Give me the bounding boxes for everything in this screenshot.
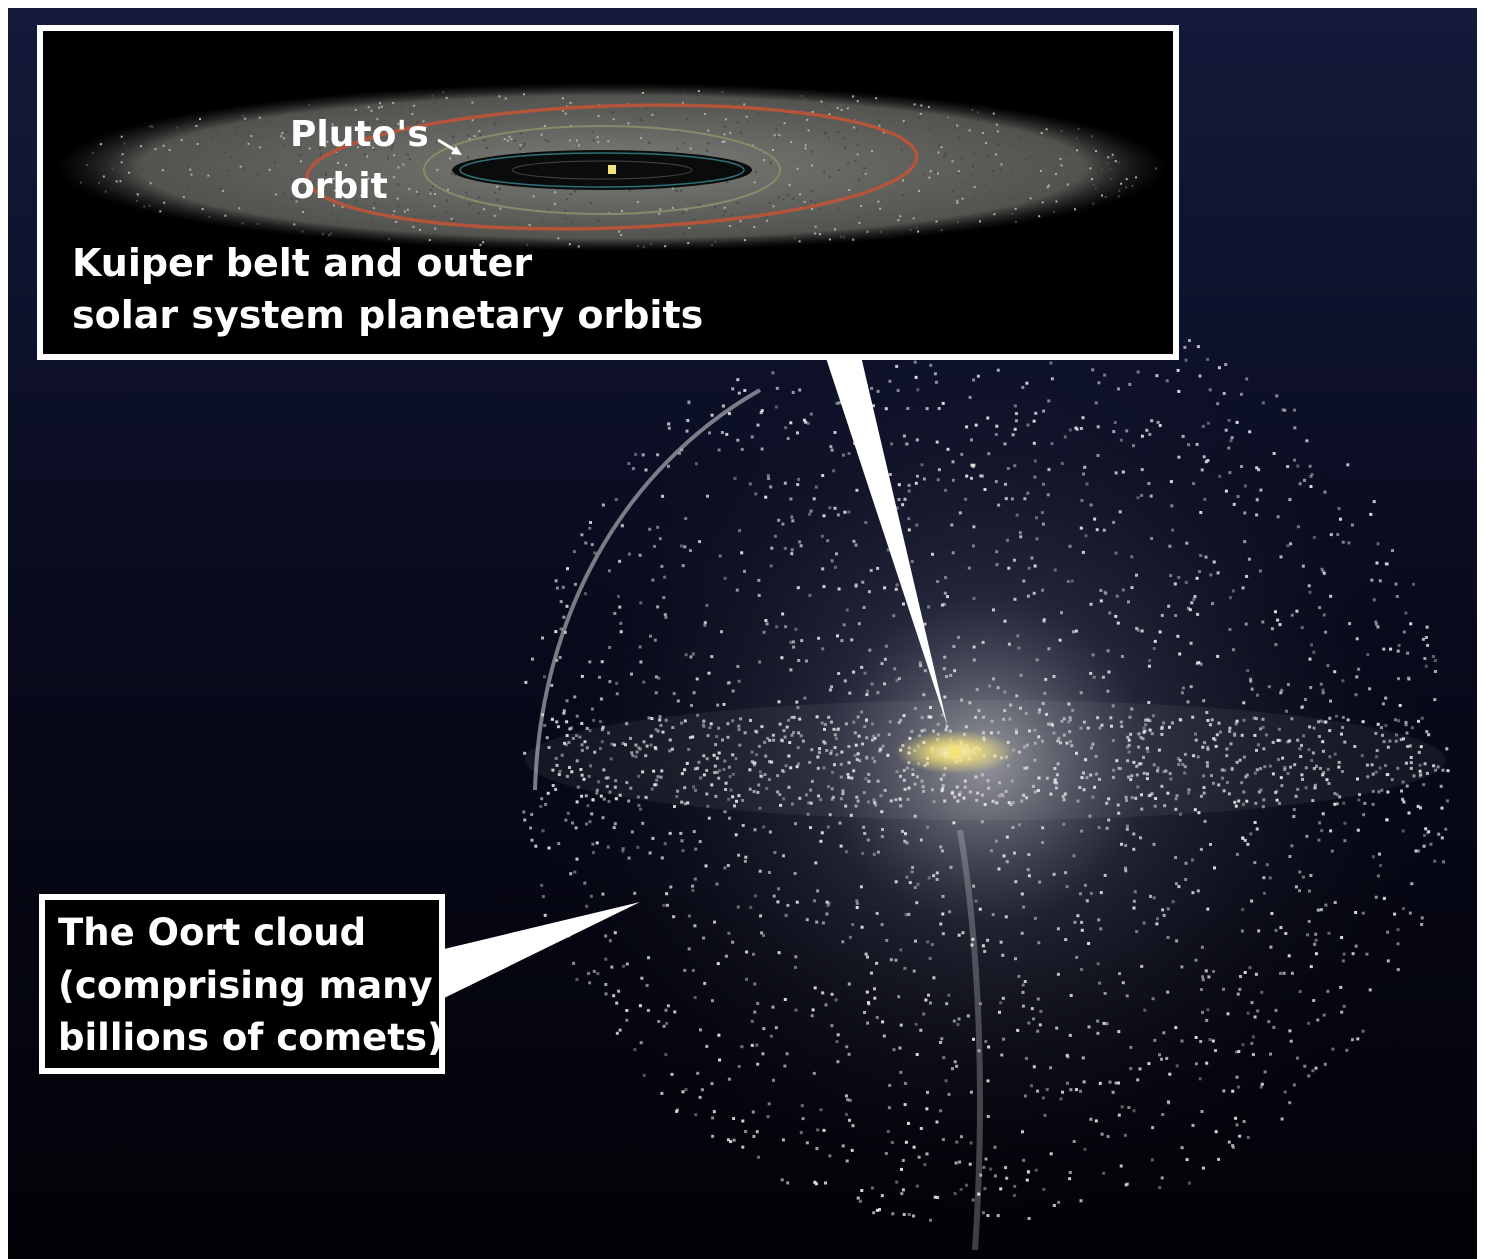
oort-callout-pointer: [440, 902, 640, 1000]
inner-orbits-region: [452, 150, 752, 190]
neptune-orbit: [423, 125, 781, 215]
oort-cloud-sphere: [515, 290, 1455, 1251]
pluto-orbit-arrowhead: [451, 146, 462, 155]
oort-cloud-label: The Oort cloud (comprising many billions…: [39, 894, 445, 1074]
oort-label-border: [39, 894, 445, 1074]
oort-cloud-rim: [533, 388, 761, 791]
pluto-orbit: [305, 103, 919, 231]
saturn-orbit: [511, 160, 693, 180]
inset-title-line2: solar system planetary orbits: [72, 293, 703, 337]
pluto-label-line2: orbit: [290, 166, 388, 207]
inset-title-line1: Kuiper belt and outer: [72, 241, 532, 285]
oort-label-line1: The Oort cloud: [58, 911, 366, 954]
oort-cloud-seam: [957, 829, 983, 1251]
sun-icon: [948, 745, 962, 759]
oort-label-line2: (comprising many: [58, 964, 433, 1007]
pluto-label-line1: Pluto's: [290, 114, 429, 155]
kuiper-belt-inset: Pluto's orbit Kuiper belt and outer sola…: [37, 25, 1179, 360]
inset-callout-pointer: [824, 352, 948, 728]
oort-label-line3: billions of comets): [58, 1016, 444, 1059]
uranus-orbit: [459, 152, 745, 188]
inset-sun-icon: [608, 165, 616, 174]
